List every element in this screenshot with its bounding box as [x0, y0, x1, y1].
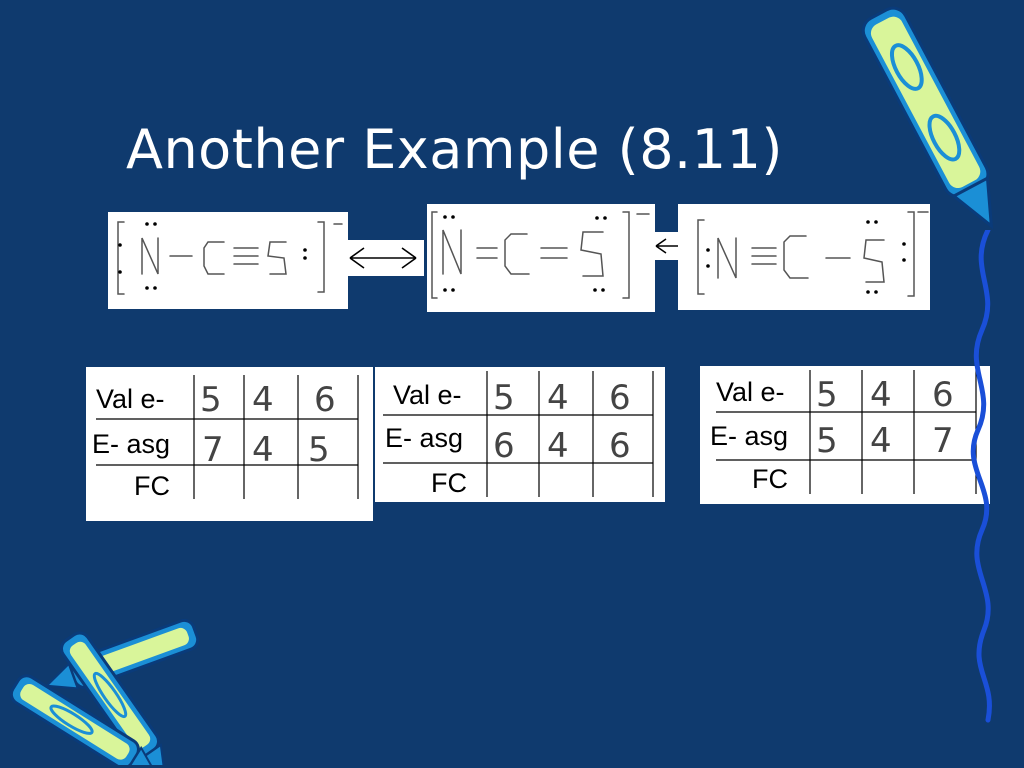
cell: 4	[870, 421, 892, 461]
cell: 4	[547, 426, 569, 466]
lewis-structure-3	[678, 204, 930, 310]
cell: 5	[816, 375, 838, 415]
cell: 4	[252, 430, 274, 470]
cell: 6	[493, 426, 515, 466]
resonance-arrow-1	[344, 240, 424, 276]
cell: 5	[816, 421, 838, 461]
atom-s	[580, 231, 604, 277]
row-label-val: Val e-	[96, 384, 165, 414]
row-label-asg: E- asg	[385, 423, 463, 453]
atom-c	[203, 241, 225, 275]
row-label-fc: FC	[431, 468, 467, 498]
cell: 4	[547, 378, 569, 418]
wavy-line-right	[970, 230, 992, 723]
cell: 7	[202, 430, 224, 470]
row-label-asg: E- asg	[92, 429, 170, 459]
row-label-fc: FC	[752, 464, 788, 494]
atom-n	[717, 237, 737, 279]
cell: 6	[609, 426, 631, 466]
cell: 5	[493, 378, 515, 418]
cell: 4	[870, 375, 892, 415]
cell: 7	[932, 421, 954, 461]
row-label-asg: E- asg	[710, 421, 788, 451]
atom-s	[267, 241, 287, 275]
cell: 6	[932, 375, 954, 415]
lewis-structure-2	[427, 204, 655, 312]
atom-n	[442, 229, 462, 275]
atom-c	[783, 235, 809, 279]
cell: 4	[252, 380, 274, 420]
row-label-val: Val e-	[393, 380, 462, 410]
cell: 6	[314, 380, 336, 420]
lewis-structure-1	[108, 212, 348, 309]
atom-s	[863, 239, 885, 283]
cell: 6	[609, 378, 631, 418]
row-label-val: Val e-	[716, 377, 785, 407]
crayon-top-right-icon	[861, 6, 994, 230]
formal-charge-table-2: Val e- E- asg FC 5 4 6 6 4 6	[375, 367, 665, 502]
formal-charge-table-3: Val e- E- asg FC 5 4 6 5 4 7	[700, 366, 990, 504]
cell: 5	[200, 380, 222, 420]
slide-title: Another Example (8.11)	[126, 118, 783, 181]
crayons-bottom-left-icon	[9, 618, 200, 765]
formal-charge-table-1: Val e- E- asg FC 5 4 6 7 4 5	[86, 367, 373, 521]
row-label-fc: FC	[134, 471, 170, 501]
cell: 5	[308, 430, 330, 470]
atom-n	[141, 237, 159, 275]
atom-c	[504, 233, 530, 275]
